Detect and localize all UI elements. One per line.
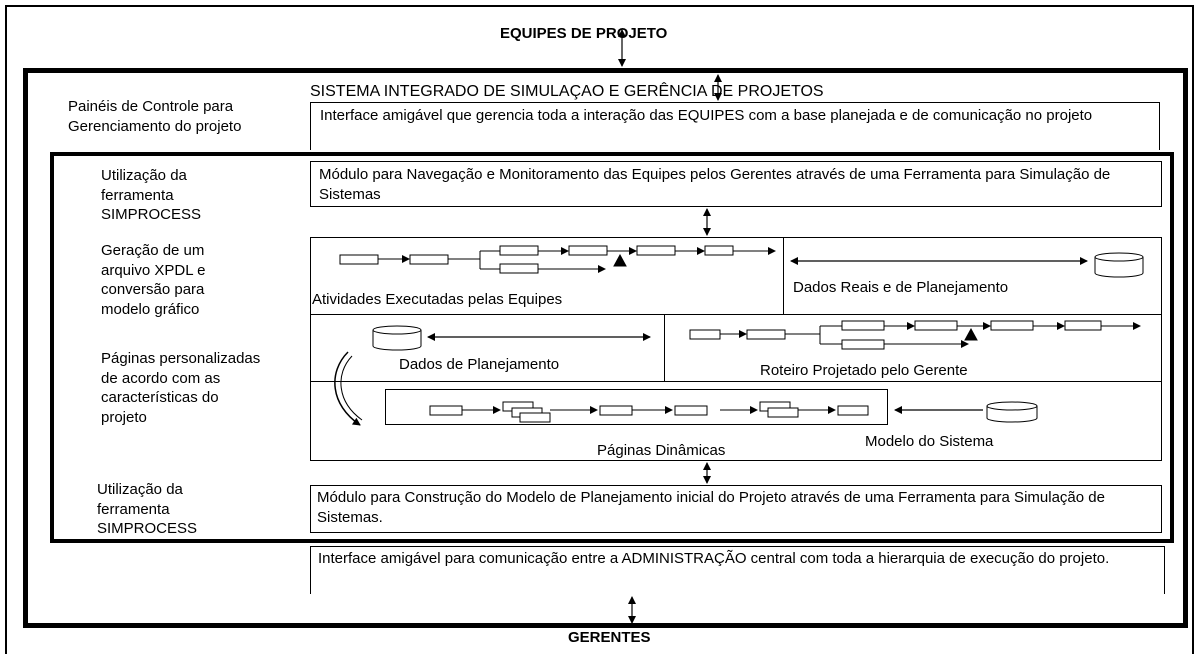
label-control-panels: Painéis de Controle para Gerenciamento d… xyxy=(68,98,242,135)
team-interface-box: Interface amigável que gerencia toda a i… xyxy=(310,102,1160,150)
activities-text: Atividades Executadas pelas Equipes xyxy=(312,291,563,308)
admin-interface-box: Interface amigável para comunicação entr… xyxy=(310,546,1165,594)
system-title: SISTEMA INTEGRADO DE SIMULAÇAO E GERÊNCI… xyxy=(310,83,824,100)
outer-frame xyxy=(5,5,1194,654)
planning-data-text: Dados de Planejamento xyxy=(399,356,560,373)
bottom-label: GERENTES xyxy=(568,629,651,646)
real-data-box: Dados Reais e de Planejamento xyxy=(783,237,1162,315)
dynamic-pages-text: Páginas Dinâmicas xyxy=(597,442,726,459)
navigation-module-box: Módulo para Navegação e Monitoramento da… xyxy=(310,161,1162,207)
manager-script-text: Roteiro Projetado pelo Gerente xyxy=(760,362,968,379)
database-icon-planning xyxy=(372,325,422,351)
database-icon-model xyxy=(986,401,1038,423)
label-custom-pages: Páginas personalizadas de acordo com as … xyxy=(101,350,261,426)
label-simprocess-top: Utilização da ferramenta SIMPROCESS xyxy=(101,167,202,223)
process-chain-dynamic-pages xyxy=(429,401,869,423)
dynamic-pages-inner-box xyxy=(385,389,888,425)
system-frame xyxy=(23,68,1188,628)
process-chain-activities xyxy=(339,245,776,274)
process-chain-manager xyxy=(689,320,1141,350)
construction-module-text: Módulo para Construção do Modelo de Plan… xyxy=(317,489,1105,526)
system-model-text: Modelo do Sistema xyxy=(865,433,994,450)
planning-data-box: Dados de Planejamento xyxy=(310,314,665,382)
real-data-text: Dados Reais e de Planejamento xyxy=(793,279,1009,296)
admin-interface-text: Interface amigável para comunicação entr… xyxy=(318,550,1110,567)
inner-frame xyxy=(50,152,1174,543)
label-simprocess-bottom: Utilização da ferramenta SIMPROCESS xyxy=(97,481,198,537)
curved-arrow-icon xyxy=(334,351,361,426)
database-icon-real xyxy=(1094,252,1144,278)
construction-module-box: Módulo para Construção do Modelo de Plan… xyxy=(310,485,1162,533)
team-interface-text: Interface amigável que gerencia toda a i… xyxy=(320,107,1093,124)
navigation-module-text: Módulo para Navegação e Monitoramento da… xyxy=(319,166,1111,203)
label-xpdl: Geração de um arquivo XPDL e conversão p… xyxy=(101,242,206,318)
